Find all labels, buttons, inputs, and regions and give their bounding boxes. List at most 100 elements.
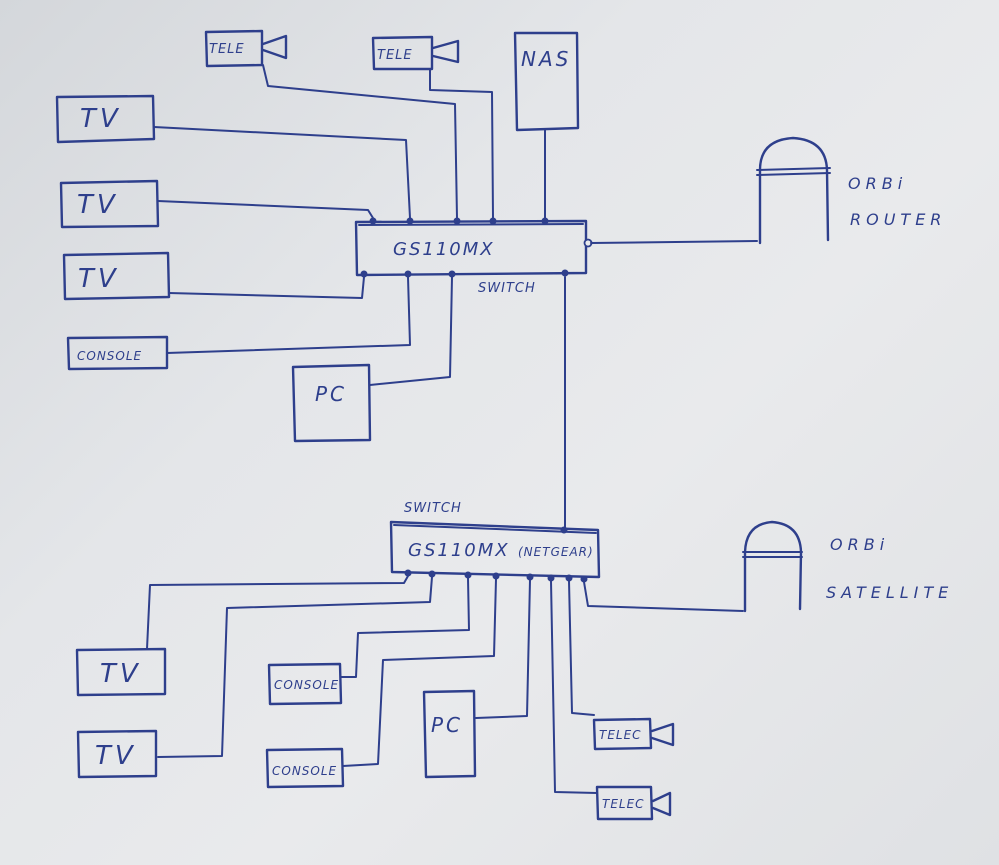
camera-body bbox=[371, 35, 434, 71]
orbi-router: ORBi ROUTER bbox=[756, 136, 946, 245]
cable-tv2-to-switch bbox=[157, 200, 374, 219]
cable-switch-to-satellite bbox=[583, 581, 744, 612]
cable-switch-to-tele1 bbox=[568, 580, 595, 716]
switch-bottom-port bbox=[547, 574, 555, 582]
switch-bottom-port bbox=[580, 575, 588, 583]
cables-top bbox=[153, 64, 758, 528]
pc-label: PC bbox=[315, 382, 347, 406]
switch-top-box bbox=[354, 219, 588, 277]
pc-box bbox=[422, 689, 477, 779]
camera-label: TELEC bbox=[599, 728, 642, 742]
camera-label: TELE bbox=[209, 42, 245, 57]
orbi-satellite-line2: SATELLITE bbox=[826, 583, 953, 602]
cable-switch-to-console2 bbox=[342, 578, 497, 767]
switch-top-port bbox=[448, 270, 456, 278]
pc-label: PC bbox=[431, 713, 463, 737]
top-tele-camera-1: TELE bbox=[204, 29, 288, 68]
top-tele-camera-2: TELE bbox=[371, 35, 460, 71]
switch-bottom-caption: SWITCH bbox=[404, 501, 462, 516]
cables-bottom bbox=[146, 575, 744, 794]
cable-tele2-to-switch bbox=[429, 68, 494, 219]
orbi-router-band bbox=[756, 167, 831, 171]
switch-bottom-box bbox=[389, 520, 601, 579]
switch-bottom-port bbox=[526, 573, 534, 581]
cable-switch-to-pc bbox=[475, 579, 531, 719]
console-box bbox=[265, 747, 345, 789]
tv-box bbox=[76, 729, 158, 779]
switch-top-port bbox=[404, 270, 412, 278]
cable-switch-to-router bbox=[590, 240, 758, 244]
switch-bottom-port bbox=[565, 574, 573, 582]
tv-box bbox=[75, 647, 167, 697]
bottom-pc: PC bbox=[422, 689, 477, 779]
console-label: CONSOLE bbox=[272, 764, 337, 778]
switch-top-model: GS110MX bbox=[393, 239, 495, 260]
bottom-tele-camera-2: TELEC bbox=[595, 785, 672, 821]
switch-top-port bbox=[453, 217, 461, 225]
bottom-tv-2: TV bbox=[76, 729, 158, 779]
tv-label: TV bbox=[100, 659, 142, 689]
orbi-router-line2: ROUTER bbox=[850, 210, 946, 229]
camera-lens-icon bbox=[431, 39, 460, 64]
console-box bbox=[66, 335, 169, 371]
tv-box bbox=[59, 179, 160, 229]
bottom-console-2: CONSOLE bbox=[265, 747, 345, 789]
camera-lens-icon bbox=[650, 722, 675, 747]
camera-lens-icon bbox=[261, 34, 288, 60]
orbi-router-dome bbox=[758, 136, 830, 245]
top-nas: NAS bbox=[513, 31, 580, 132]
switch-bottom-port bbox=[560, 526, 568, 534]
switch-top-caption: SWITCH bbox=[478, 281, 536, 296]
switch-top-port bbox=[406, 217, 414, 225]
camera-label: TELEC bbox=[602, 797, 645, 811]
tv-label: TV bbox=[80, 104, 122, 134]
nas-label: NAS bbox=[521, 47, 571, 71]
top-console: CONSOLE bbox=[66, 335, 169, 371]
switch-bottom-model: GS110MX bbox=[408, 540, 510, 561]
bottom-tele-camera-1: TELEC bbox=[592, 717, 675, 751]
cable-console-to-switch bbox=[166, 276, 411, 354]
tv-label: TV bbox=[95, 741, 137, 771]
console-label: CONSOLE bbox=[274, 678, 339, 692]
switch-top-port bbox=[561, 269, 569, 277]
orbi-satellite: ORBi SATELLITE bbox=[742, 520, 953, 613]
top-tv-2: TV bbox=[59, 179, 160, 229]
switch-top-port bbox=[369, 217, 377, 225]
top-tv-3: TV bbox=[62, 251, 171, 301]
cable-tv1-to-switch bbox=[153, 126, 411, 219]
top-pc: PC bbox=[291, 363, 372, 443]
pc-box bbox=[291, 363, 372, 443]
tv-label: TV bbox=[78, 264, 120, 294]
switch-top: GS110MX SWITCH bbox=[354, 217, 593, 296]
cable-switch-to-tv2 bbox=[157, 576, 433, 758]
orbi-router-line1: ORBi bbox=[848, 174, 907, 193]
orbi-satellite-line1: ORBi bbox=[830, 535, 889, 554]
switch-bottom: SWITCH GS110MX (NETGEAR) bbox=[389, 501, 601, 583]
camera-body bbox=[592, 717, 653, 751]
bottom-console-1: CONSOLE bbox=[267, 662, 343, 706]
tv-box bbox=[55, 94, 156, 144]
bottom-tv-1: TV bbox=[75, 647, 167, 697]
orbi-satellite-dome bbox=[743, 520, 803, 613]
switch-bottom-port bbox=[404, 569, 412, 577]
switch-bottom-brand: (NETGEAR) bbox=[518, 545, 594, 559]
camera-body bbox=[595, 785, 654, 821]
cable-switch-to-console1 bbox=[340, 577, 470, 678]
switch-bottom-port bbox=[464, 571, 472, 579]
camera-lens-icon bbox=[651, 791, 672, 817]
switch-top-port bbox=[541, 217, 549, 225]
switch-top-port bbox=[360, 270, 368, 278]
tv-label: TV bbox=[77, 190, 119, 220]
cable-tele1-to-switch bbox=[262, 64, 458, 219]
cable-switch-to-tele2 bbox=[550, 580, 598, 794]
top-tv-1: TV bbox=[55, 94, 156, 144]
switch-bottom-port bbox=[428, 570, 436, 578]
camera-label: TELE bbox=[377, 48, 413, 63]
cable-pc-to-switch bbox=[369, 276, 453, 386]
switch-top-port bbox=[489, 217, 497, 225]
console-label: CONSOLE bbox=[77, 349, 142, 363]
switch-bottom-port bbox=[492, 572, 500, 580]
cable-tv3-to-switch bbox=[168, 276, 365, 299]
tv-box bbox=[62, 251, 171, 301]
